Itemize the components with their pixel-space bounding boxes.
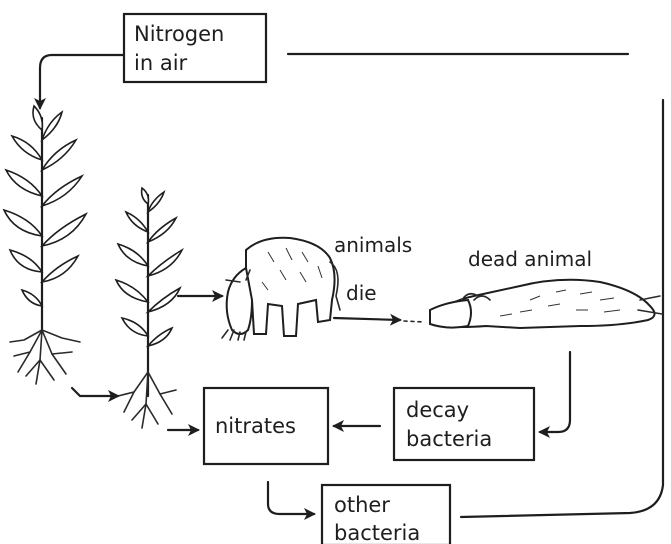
- air-to-plant-arrow: [40, 55, 124, 108]
- nitrates-box: nitrates: [204, 388, 328, 464]
- animal-to-dead-arrow: [334, 318, 400, 320]
- cow-icon: [222, 238, 340, 340]
- decay-label-line2: bacteria: [406, 427, 492, 451]
- other-bacteria-label-line1: other: [334, 493, 390, 517]
- animals-label: animals: [334, 233, 412, 257]
- plant-to-plant-arrow: [72, 388, 118, 396]
- dead-to-decay-arrow: [540, 352, 570, 432]
- nitrogen-label-line2: in air: [134, 51, 188, 75]
- arrow-dotted-tail: [404, 321, 424, 322]
- die-label: die: [346, 281, 377, 305]
- nitrates-to-other-bacteria-arrow: [268, 482, 314, 514]
- other-bacteria-label-line2: bacteria: [334, 521, 420, 544]
- dead-animal-icon: [430, 280, 662, 328]
- nitrates-label: nitrates: [215, 414, 296, 438]
- other-bacteria-box: other bacteria: [322, 485, 450, 544]
- nitrogen-in-air-box: Nitrogen in air: [124, 14, 266, 82]
- dead-animal-label: dead animal: [468, 247, 592, 271]
- decay-label-line1: decay: [406, 398, 469, 422]
- small-plant-icon: [116, 188, 182, 428]
- nitrogen-label-line1: Nitrogen: [134, 22, 224, 46]
- large-plant-icon: [4, 106, 86, 384]
- decay-bacteria-box: decay bacteria: [394, 388, 534, 460]
